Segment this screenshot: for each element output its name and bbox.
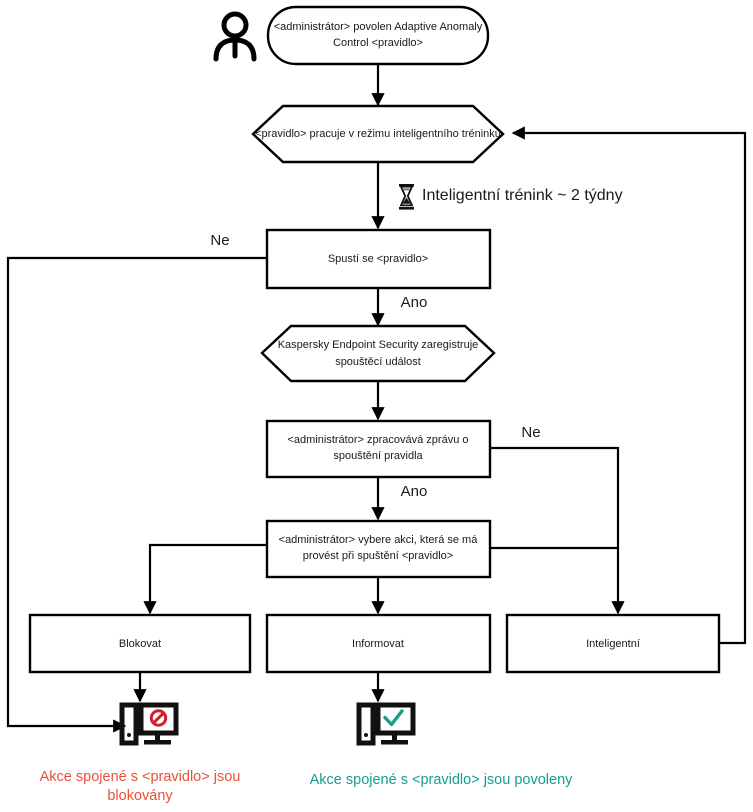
node-action-block-label: Blokovat bbox=[119, 638, 161, 650]
monitor-allowed-icon bbox=[356, 702, 416, 746]
branch-label-trigger-no: Ne bbox=[210, 232, 229, 249]
connector-smart-feedback-loop bbox=[511, 126, 747, 645]
hourglass-icon bbox=[399, 184, 414, 210]
node-start-line2: Control <pravidlo> bbox=[333, 37, 423, 49]
node-action-block: Blokovat bbox=[28, 613, 252, 674]
node-start: <administrátor> povolen Adaptive Anomaly… bbox=[266, 5, 490, 66]
node-admin-processes-line2: spouštění pravidla bbox=[333, 450, 423, 462]
branch-label-trigger-yes: Ano bbox=[401, 294, 428, 311]
person-icon bbox=[213, 11, 257, 62]
caption-blocked-line2: blokovány bbox=[107, 788, 173, 804]
node-admin-selects-line2: provést při spuštění <pravidlo> bbox=[303, 550, 453, 562]
branch-label-process-yes: Ano bbox=[401, 483, 428, 500]
node-rule-triggers: Spustí se <pravidlo> bbox=[265, 228, 492, 290]
node-rule-triggers-label: Spustí se <pravidlo> bbox=[328, 253, 428, 265]
node-smart-training-label: <pravidlo> pracuje v režimu inteligentní… bbox=[255, 128, 501, 140]
connector-trigger-no-to-blocked bbox=[6, 256, 267, 733]
connector-select-to-block bbox=[143, 543, 267, 615]
monitor-blocked-icon bbox=[119, 702, 179, 746]
node-action-inform-label: Informovat bbox=[352, 638, 404, 650]
node-admin-processes-line1: <administrátor> zpracovává zprávu o bbox=[288, 434, 469, 446]
caption-allowed-line1: Akce spojené s <pravidlo> jsou povoleny bbox=[310, 772, 574, 788]
node-kes-registers: Kaspersky Endpoint Security zaregistruje… bbox=[260, 324, 496, 383]
node-action-smart-label: Inteligentní bbox=[586, 638, 640, 650]
node-start-line1: <administrátor> povolen Adaptive Anomaly bbox=[274, 21, 483, 33]
caption-blocked-line1: Akce spojené s <pravidlo> jsou bbox=[40, 769, 241, 785]
node-smart-training: <pravidlo> pracuje v režimu inteligentní… bbox=[251, 104, 505, 164]
node-admin-selects: <administrátor> vybere akci, která se má… bbox=[265, 519, 492, 579]
node-admin-processes: <administrátor> zpracovává zprávu o spou… bbox=[265, 419, 492, 479]
connector-process-no-to-smart bbox=[490, 446, 625, 615]
node-kes-registers-line2: spouštěcí událost bbox=[335, 356, 421, 368]
timer-label: Inteligentní trénink ~ 2 týdny bbox=[422, 187, 623, 204]
branch-label-process-no: Ne bbox=[521, 424, 540, 441]
node-admin-selects-line1: <administrátor> vybere akci, která se má bbox=[279, 534, 479, 546]
node-kes-registers-line1: Kaspersky Endpoint Security zaregistruje bbox=[278, 339, 479, 351]
node-action-inform: Informovat bbox=[265, 613, 492, 674]
node-action-smart: Inteligentní bbox=[505, 613, 721, 674]
